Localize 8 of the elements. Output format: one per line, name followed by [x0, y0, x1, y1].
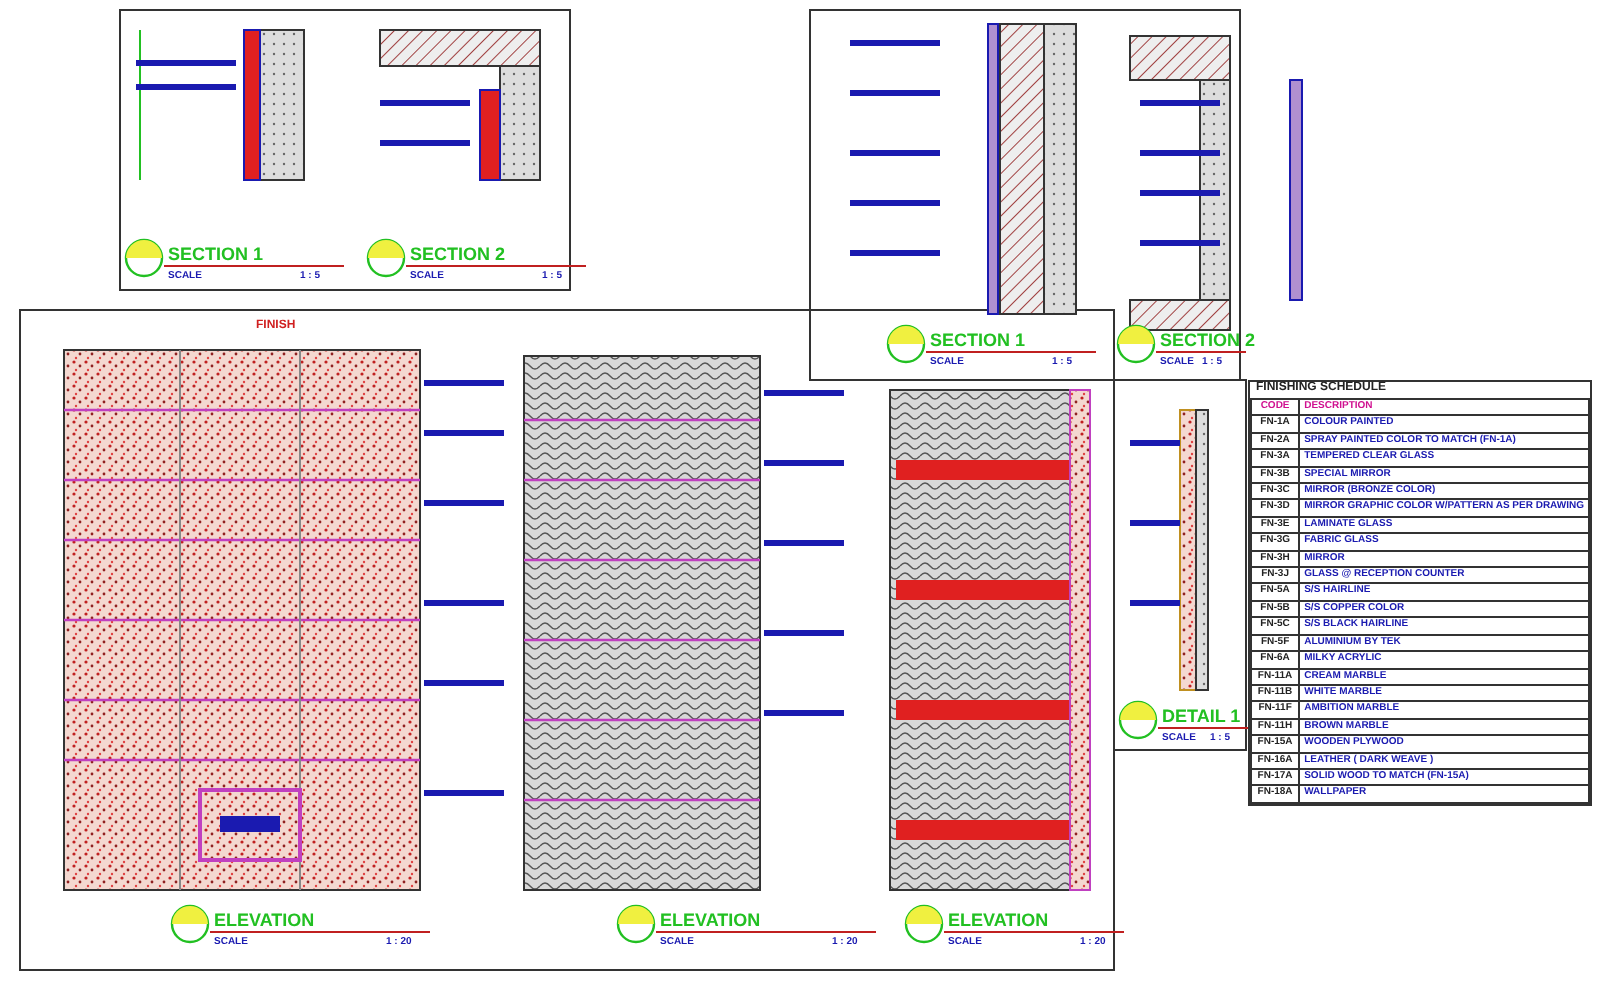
drawing-title: ELEVATION — [948, 910, 1049, 930]
drawing-title: SECTION 2 — [1160, 330, 1256, 350]
drawing-title: ELEVATION — [660, 910, 761, 930]
drawing-title: ELEVATION — [214, 910, 315, 930]
drawing-title: SECTION 1 — [168, 244, 264, 264]
drawing-title: DETAIL 1 — [1162, 706, 1241, 726]
drawing-title: SECTION 2 — [410, 244, 506, 264]
drawing-title: SECTION 1 — [930, 330, 1026, 350]
